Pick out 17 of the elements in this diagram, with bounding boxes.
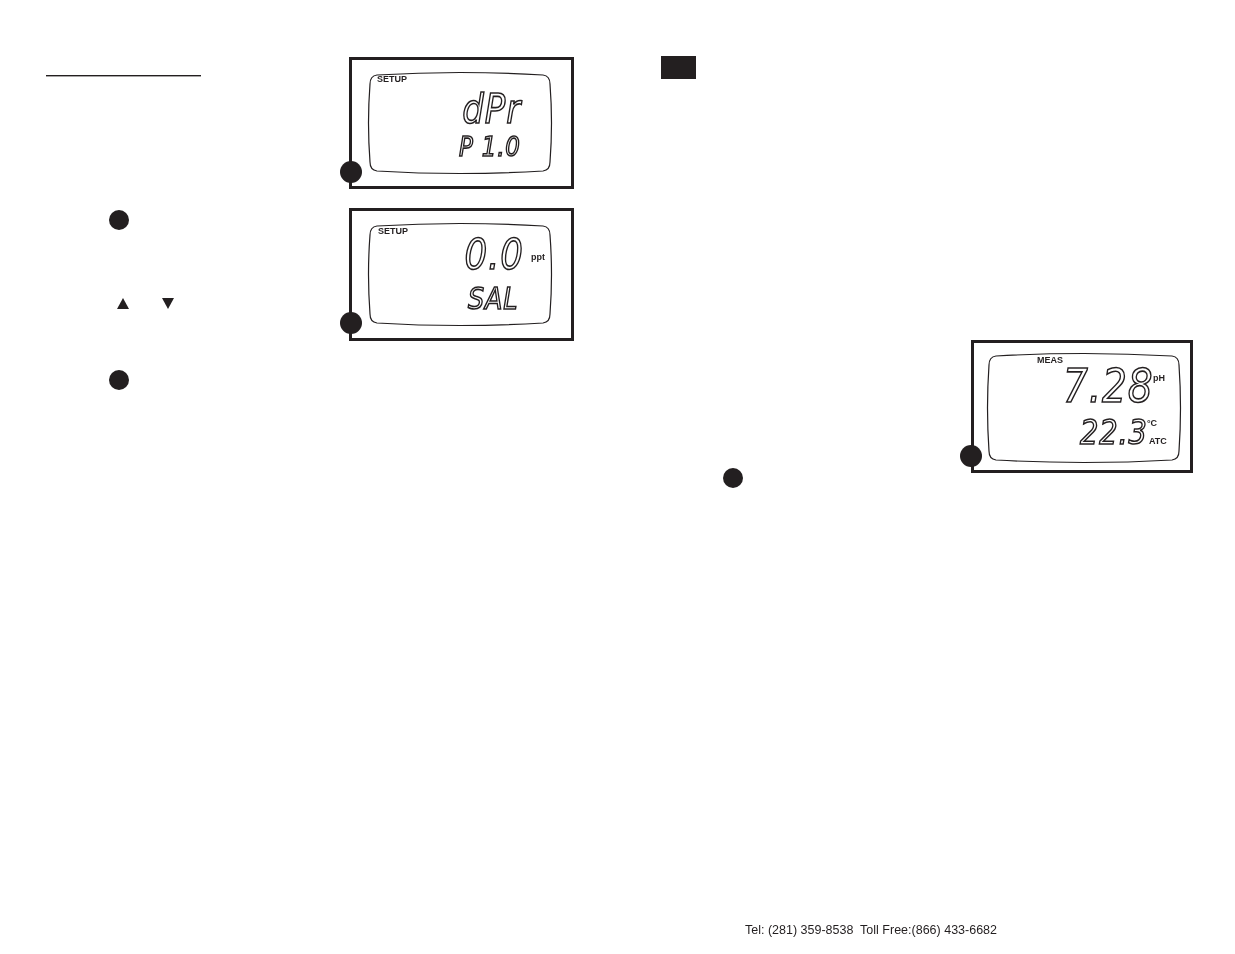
lcd-reading: P 1.0 (459, 135, 521, 160)
unit-label: ppt (531, 253, 545, 262)
lcd-reading: SAL (467, 285, 518, 312)
mode-label: MEAS (1037, 356, 1063, 365)
unit-label: pH (1153, 374, 1165, 383)
lcd-screen (971, 340, 1193, 473)
mode-label: SETUP (377, 74, 407, 84)
lcd-reading: 7.28 (1062, 366, 1153, 408)
lcd-reading: dPr (462, 91, 521, 127)
lcd-reading: 0.0 (464, 236, 524, 274)
lcd-screen (349, 208, 574, 341)
unit-label: ATC (1149, 437, 1167, 446)
mode-label: SETUP (378, 226, 408, 236)
unit-label: °C (1147, 419, 1158, 428)
contact-line: Tel: (281) 359-8538 Toll Free:(866) 433-6682 (745, 924, 997, 937)
lcd-screen (349, 57, 574, 189)
lcd-reading: 22.3 (1080, 417, 1148, 448)
